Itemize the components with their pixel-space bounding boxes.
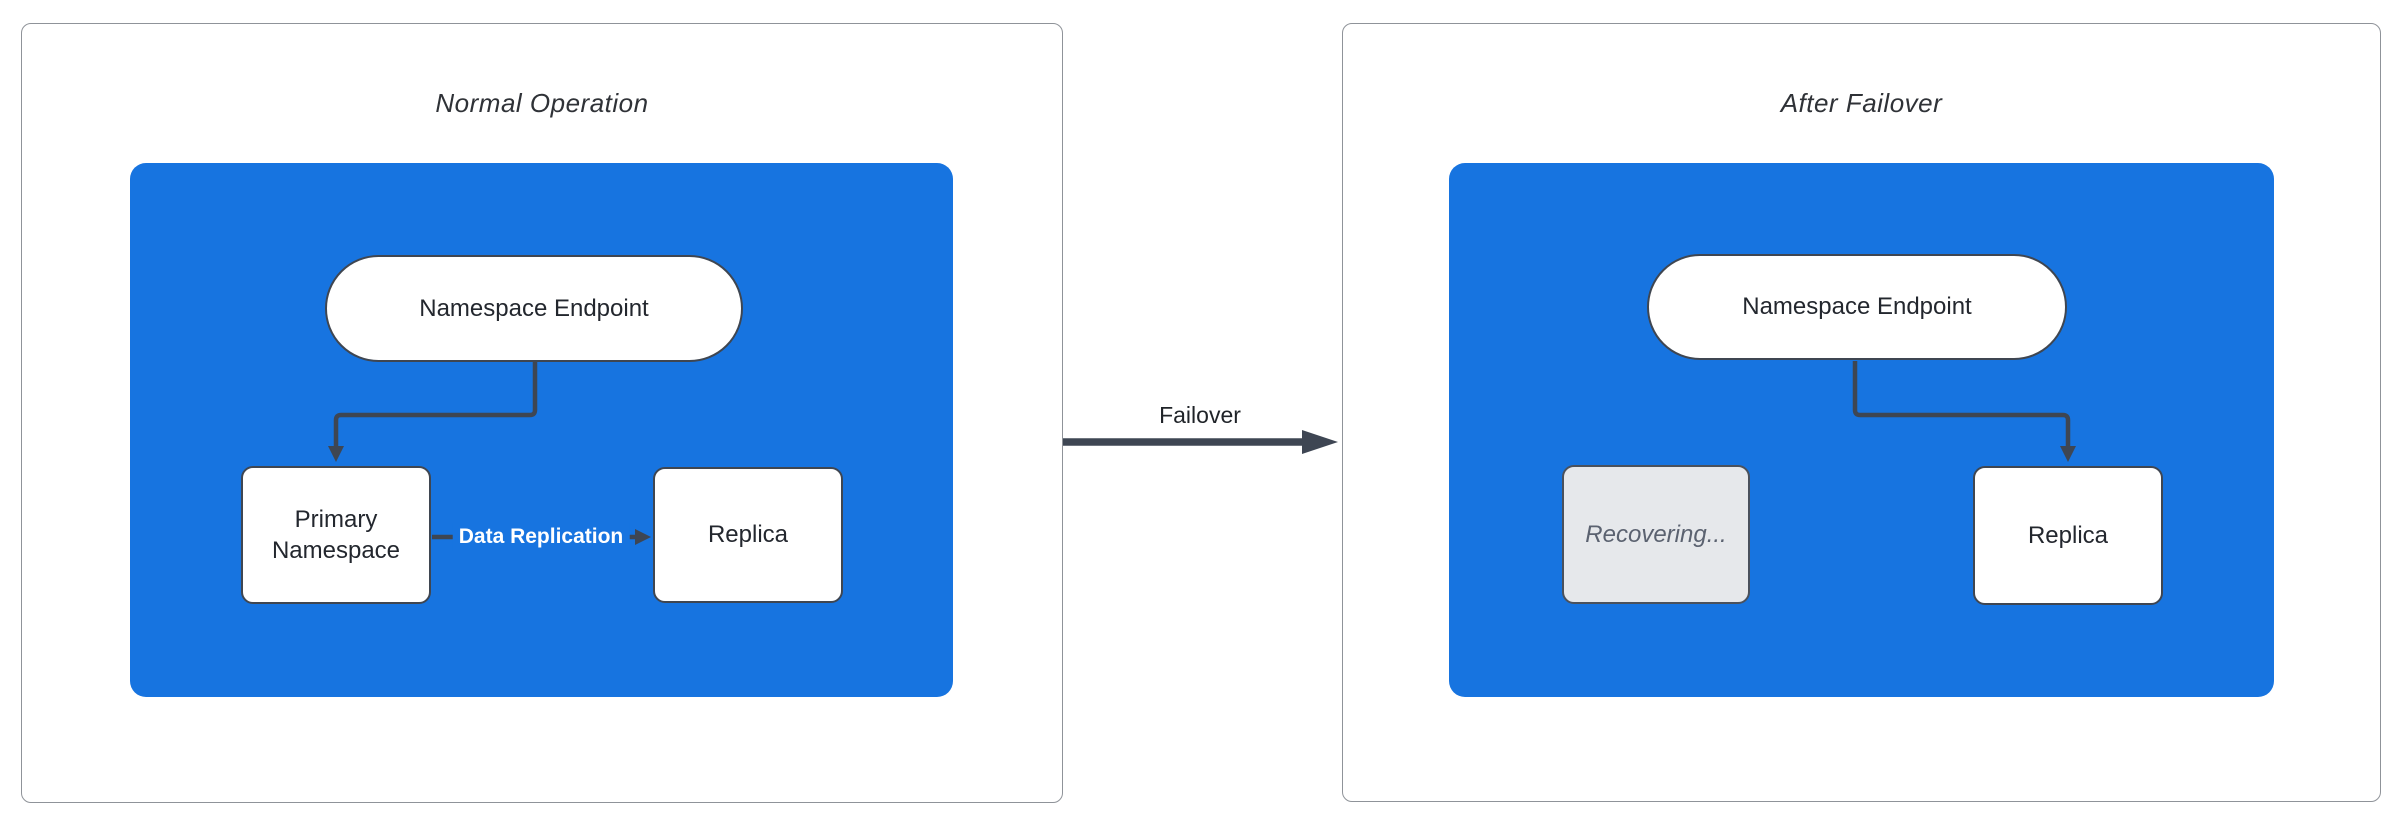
primary-namespace-node: Primary Namespace [241, 466, 431, 604]
left-namespace-endpoint-node: Namespace Endpoint [325, 255, 743, 362]
failover-label: Failover [1159, 402, 1241, 428]
recovering-label: Recovering... [1585, 520, 1727, 548]
recovering-node: Recovering... [1562, 465, 1750, 604]
left-namespace-container [130, 163, 953, 697]
data-replication-label: Data Replication [452, 523, 630, 551]
left-namespace-endpoint-label: Namespace Endpoint [419, 294, 649, 322]
left-replica-node: Replica [653, 467, 843, 603]
normal-operation-title: Normal Operation [435, 88, 649, 118]
right-namespace-endpoint-label: Namespace Endpoint [1742, 293, 1972, 321]
right-replica-label: Replica [2027, 521, 2109, 549]
right-replica-node: Replica [1973, 466, 2163, 605]
right-namespace-endpoint-node: Namespace Endpoint [1647, 254, 2067, 360]
right-namespace-container [1449, 163, 2274, 697]
after-failover-title: After Failover [1780, 88, 1943, 118]
left-replica-label: Replica [707, 521, 789, 549]
primary-namespace-label: Primary Namespace [271, 505, 401, 564]
